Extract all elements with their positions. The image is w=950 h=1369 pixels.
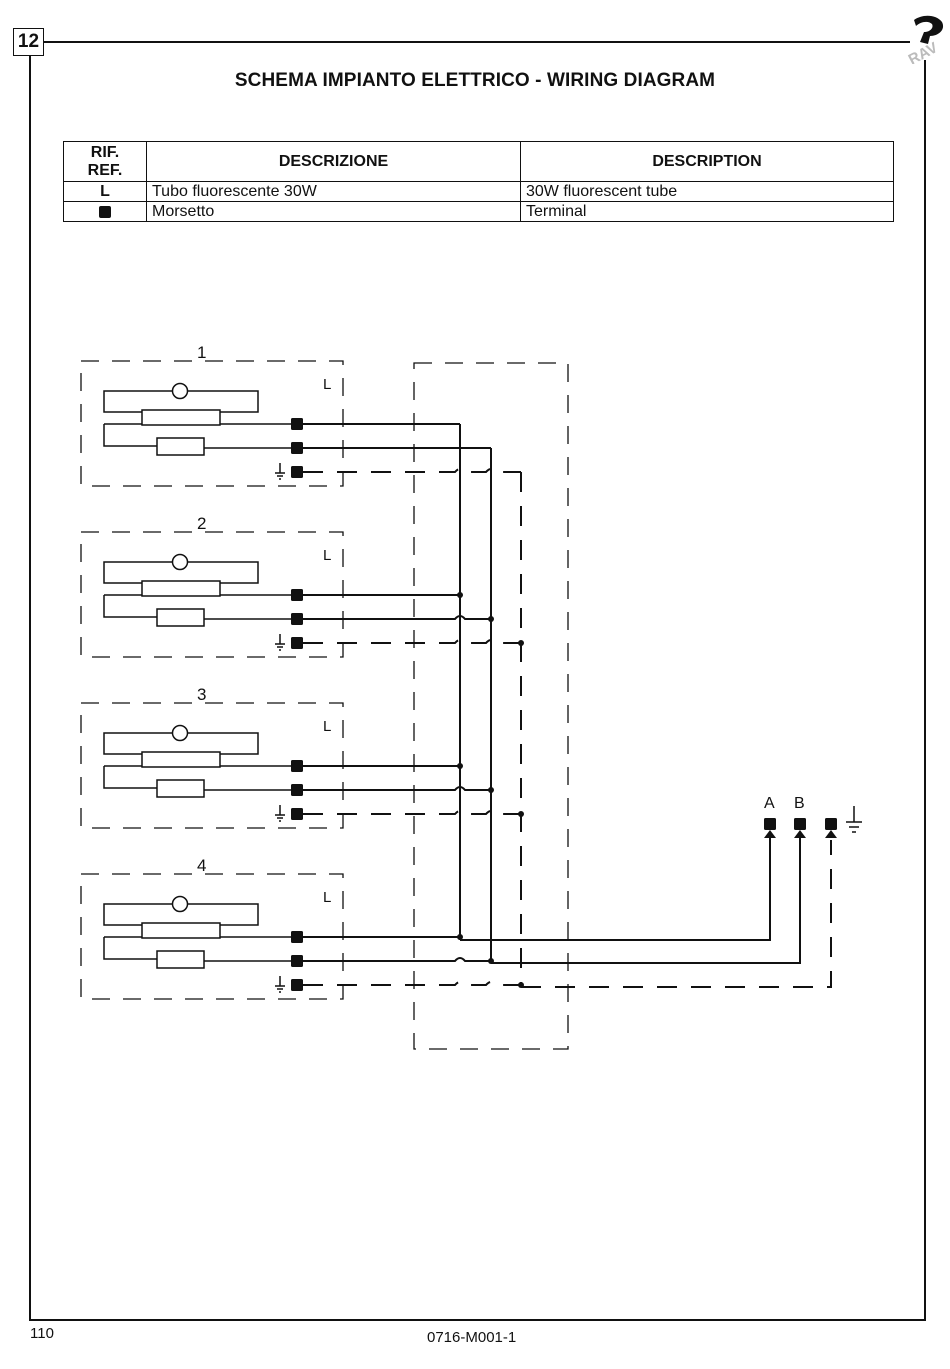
earth-wire xyxy=(303,639,521,644)
supply-b-wire xyxy=(491,832,801,964)
junction-box-outline xyxy=(413,362,569,1050)
terminal-square-icon xyxy=(291,760,303,772)
descrizione-cell: Tubo fluorescente 30W xyxy=(146,181,521,202)
terminal-square-icon xyxy=(291,589,303,601)
section-number: 12 xyxy=(13,28,44,56)
doc-code: 0716-M001-1 xyxy=(427,1329,517,1346)
terminal-square-icon xyxy=(291,784,303,796)
earth-wire xyxy=(303,981,521,986)
supply-terminals xyxy=(764,818,837,838)
lamp-ref: L xyxy=(323,889,331,906)
neutral-wire xyxy=(303,786,491,791)
rav-logo: RAV xyxy=(906,15,944,64)
lamp-number: 4 xyxy=(197,856,206,875)
terminal-square-icon xyxy=(291,808,303,820)
frame-right-line xyxy=(924,60,926,1320)
supply-a-wire xyxy=(460,832,771,941)
lamp-number: 2 xyxy=(197,514,206,533)
lamp-number: 1 xyxy=(197,343,206,362)
fluorescent-tube xyxy=(141,580,221,597)
lamp-ref: L xyxy=(323,376,331,393)
ground-icon xyxy=(275,805,285,822)
terminal-square-icon xyxy=(291,637,303,649)
description-cell: Terminal xyxy=(520,201,894,222)
frame-left-line xyxy=(29,56,31,1320)
terminal-a-label: A xyxy=(764,795,775,812)
lamp-unit-3: 3L xyxy=(80,685,524,829)
page-title: SCHEMA IMPIANTO ELETTRICO - WIRING DIAGR… xyxy=(234,70,716,91)
supply-earth-wire xyxy=(521,840,832,988)
lamp-ref: L xyxy=(323,547,331,564)
starter-icon xyxy=(171,553,189,571)
legend-header-row: RIF. REF. DESCRIZIONE DESCRIPTION xyxy=(63,141,894,182)
ground-icon xyxy=(846,806,862,833)
frame-bottom-line xyxy=(29,1319,926,1321)
fluorescent-tube xyxy=(141,922,221,939)
fluorescent-tube xyxy=(141,751,221,768)
terminal-square-icon xyxy=(291,442,303,454)
table-row: Morsetto Terminal xyxy=(63,201,894,222)
terminal-square-icon xyxy=(291,613,303,625)
terminal-b-label: B xyxy=(794,795,805,812)
lamp-unit-1: 1L xyxy=(80,343,521,487)
lamp-unit-4: 4L xyxy=(80,856,524,1000)
ballast xyxy=(156,779,205,798)
ballast xyxy=(156,950,205,969)
lamp-unit-2: 2L xyxy=(80,514,524,658)
terminal-square-icon xyxy=(291,979,303,991)
starter-icon xyxy=(171,724,189,742)
terminal-square-icon xyxy=(291,931,303,943)
frame-top-line xyxy=(44,41,910,43)
col-descrizione-header: DESCRIZIONE xyxy=(146,141,521,182)
neutral-wire xyxy=(303,957,491,962)
lamp-number: 3 xyxy=(197,685,206,704)
earth-wire xyxy=(303,810,521,815)
starter-icon xyxy=(171,382,189,400)
ground-icon xyxy=(275,976,285,993)
col-description-header: DESCRIPTION xyxy=(520,141,894,182)
lamp-ref: L xyxy=(323,718,331,735)
descrizione-cell: Morsetto xyxy=(146,201,521,222)
ground-icon xyxy=(275,634,285,651)
terminal-square-icon xyxy=(291,418,303,430)
neutral-wire xyxy=(303,615,491,620)
terminal-square-icon xyxy=(291,955,303,967)
col-ref-header: RIF. REF. xyxy=(63,141,147,182)
ballast xyxy=(156,437,205,456)
terminal-square-icon xyxy=(99,205,111,218)
fluorescent-tube xyxy=(141,409,221,426)
ground-icon xyxy=(275,463,285,480)
earth-wire xyxy=(303,468,521,473)
legend-table: RIF. REF. DESCRIZIONE DESCRIPTION L Tubo… xyxy=(63,141,894,222)
page-number: 110 xyxy=(30,1325,54,1342)
starter-icon xyxy=(171,895,189,913)
terminal-square-icon xyxy=(291,466,303,478)
ballast xyxy=(156,608,205,627)
